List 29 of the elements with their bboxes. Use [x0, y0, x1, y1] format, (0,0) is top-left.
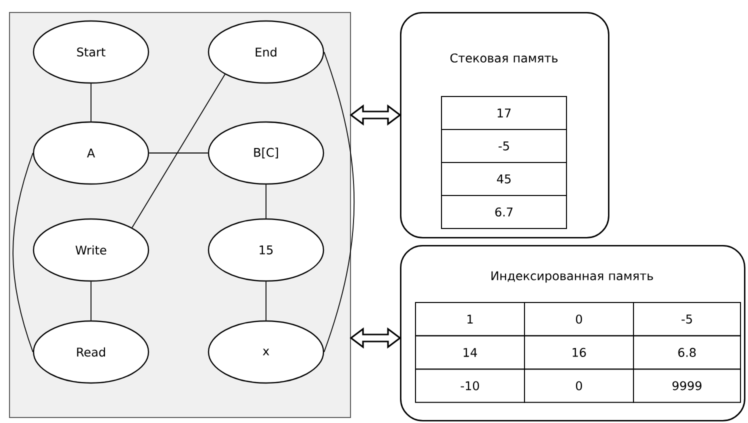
connector-line: [148, 152, 208, 154]
table-cell: -10: [415, 368, 525, 403]
ellipse-node: x: [208, 320, 324, 384]
table-cell: 6.7: [441, 195, 567, 229]
double-arrow: [350, 104, 402, 126]
connector-line: [132, 74, 226, 228]
connector-line: [90, 281, 92, 321]
ellipse-node: A: [32, 121, 150, 185]
table-cell: -5: [441, 129, 567, 163]
connector-line: [12, 152, 34, 352]
table-cell: 16: [524, 335, 634, 370]
double-arrow: [350, 327, 402, 349]
ellipse-node: B[C]: [208, 121, 324, 185]
table-cell: 6.8: [633, 335, 741, 370]
ellipse-node: Write: [32, 218, 150, 282]
ellipse-node: End: [208, 20, 324, 84]
table-cell: 17: [441, 96, 567, 130]
ellipse-node: 15: [208, 218, 324, 282]
connector-line: [324, 52, 355, 352]
table-cell: 1: [415, 302, 525, 336]
ellipse-node: Start: [32, 20, 150, 84]
table-cell: 14: [415, 335, 525, 370]
ellipse-node: Read: [32, 320, 150, 384]
table-cell: 0: [524, 368, 634, 403]
table-cell: -5: [633, 302, 741, 336]
table-cell: 45: [441, 162, 567, 196]
table-cell: 0: [524, 302, 634, 336]
table-cell: 9999: [633, 368, 741, 403]
connector-line: [90, 83, 92, 122]
